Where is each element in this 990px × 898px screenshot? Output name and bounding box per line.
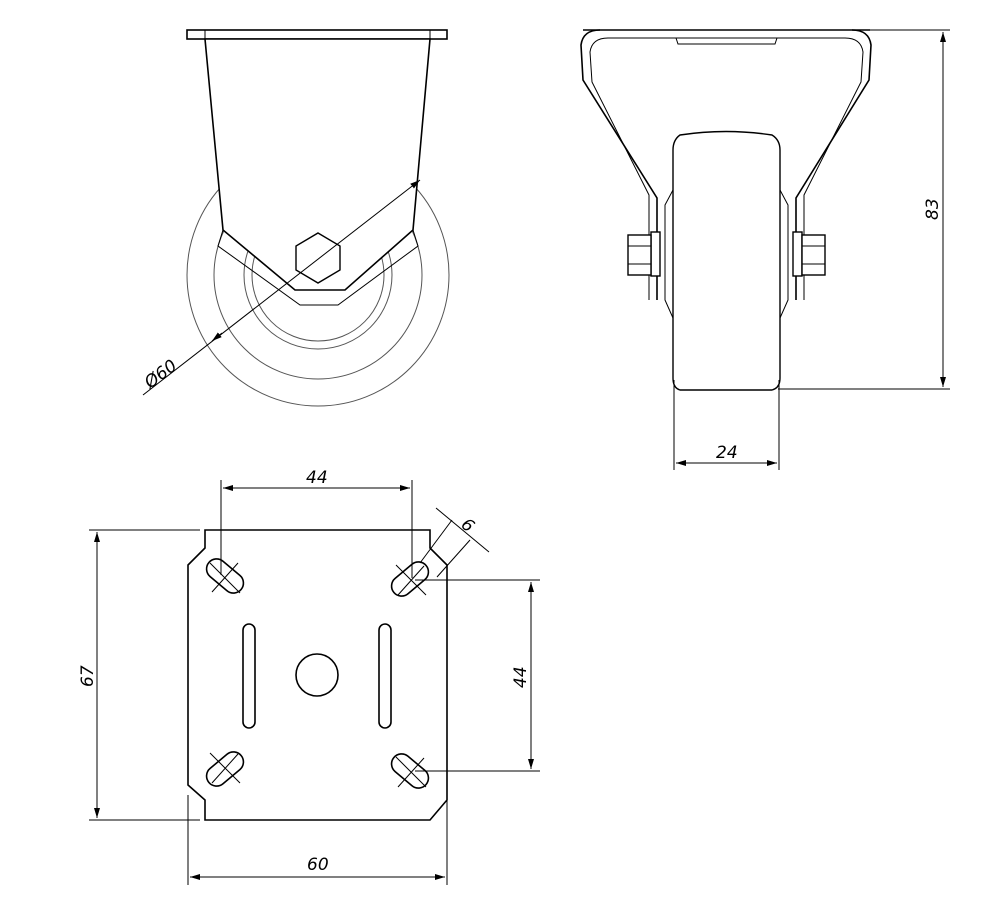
center-hole bbox=[295, 653, 339, 697]
mounting-hole-bottom-right bbox=[390, 753, 430, 789]
mounting-hole-bottom-left bbox=[205, 751, 245, 787]
mounting-hole-top-left bbox=[205, 558, 245, 594]
plate-view: 44 6 44 67 60 bbox=[78, 468, 540, 885]
mounting-plate bbox=[187, 529, 448, 821]
slot-width-line bbox=[435, 507, 490, 553]
left-slot bbox=[242, 623, 256, 729]
plate-height-label: 67 bbox=[78, 665, 98, 687]
left-bracket bbox=[580, 29, 658, 300]
plate-width-label: 60 bbox=[307, 855, 329, 875]
front-view: 83 24 bbox=[580, 29, 950, 470]
width-label: 24 bbox=[716, 443, 738, 463]
diameter-dimension-line bbox=[142, 179, 421, 396]
right-slot bbox=[378, 623, 392, 729]
right-bracket bbox=[795, 29, 872, 300]
side-view: Ø60 bbox=[140, 29, 450, 407]
side-top-plate bbox=[186, 29, 448, 40]
front-left-nut bbox=[627, 234, 652, 276]
hole-spacing-v-label: 44 bbox=[511, 666, 531, 688]
hole-spacing-h-label: 44 bbox=[306, 468, 328, 488]
height-label: 83 bbox=[923, 198, 943, 220]
mounting-hole-top-right bbox=[390, 561, 430, 597]
front-wheel bbox=[672, 130, 781, 391]
slot-width-label: 6 bbox=[457, 515, 478, 537]
front-right-nut bbox=[801, 234, 826, 276]
axle-nut bbox=[295, 232, 341, 284]
diameter-label: Ø60 bbox=[140, 356, 181, 394]
